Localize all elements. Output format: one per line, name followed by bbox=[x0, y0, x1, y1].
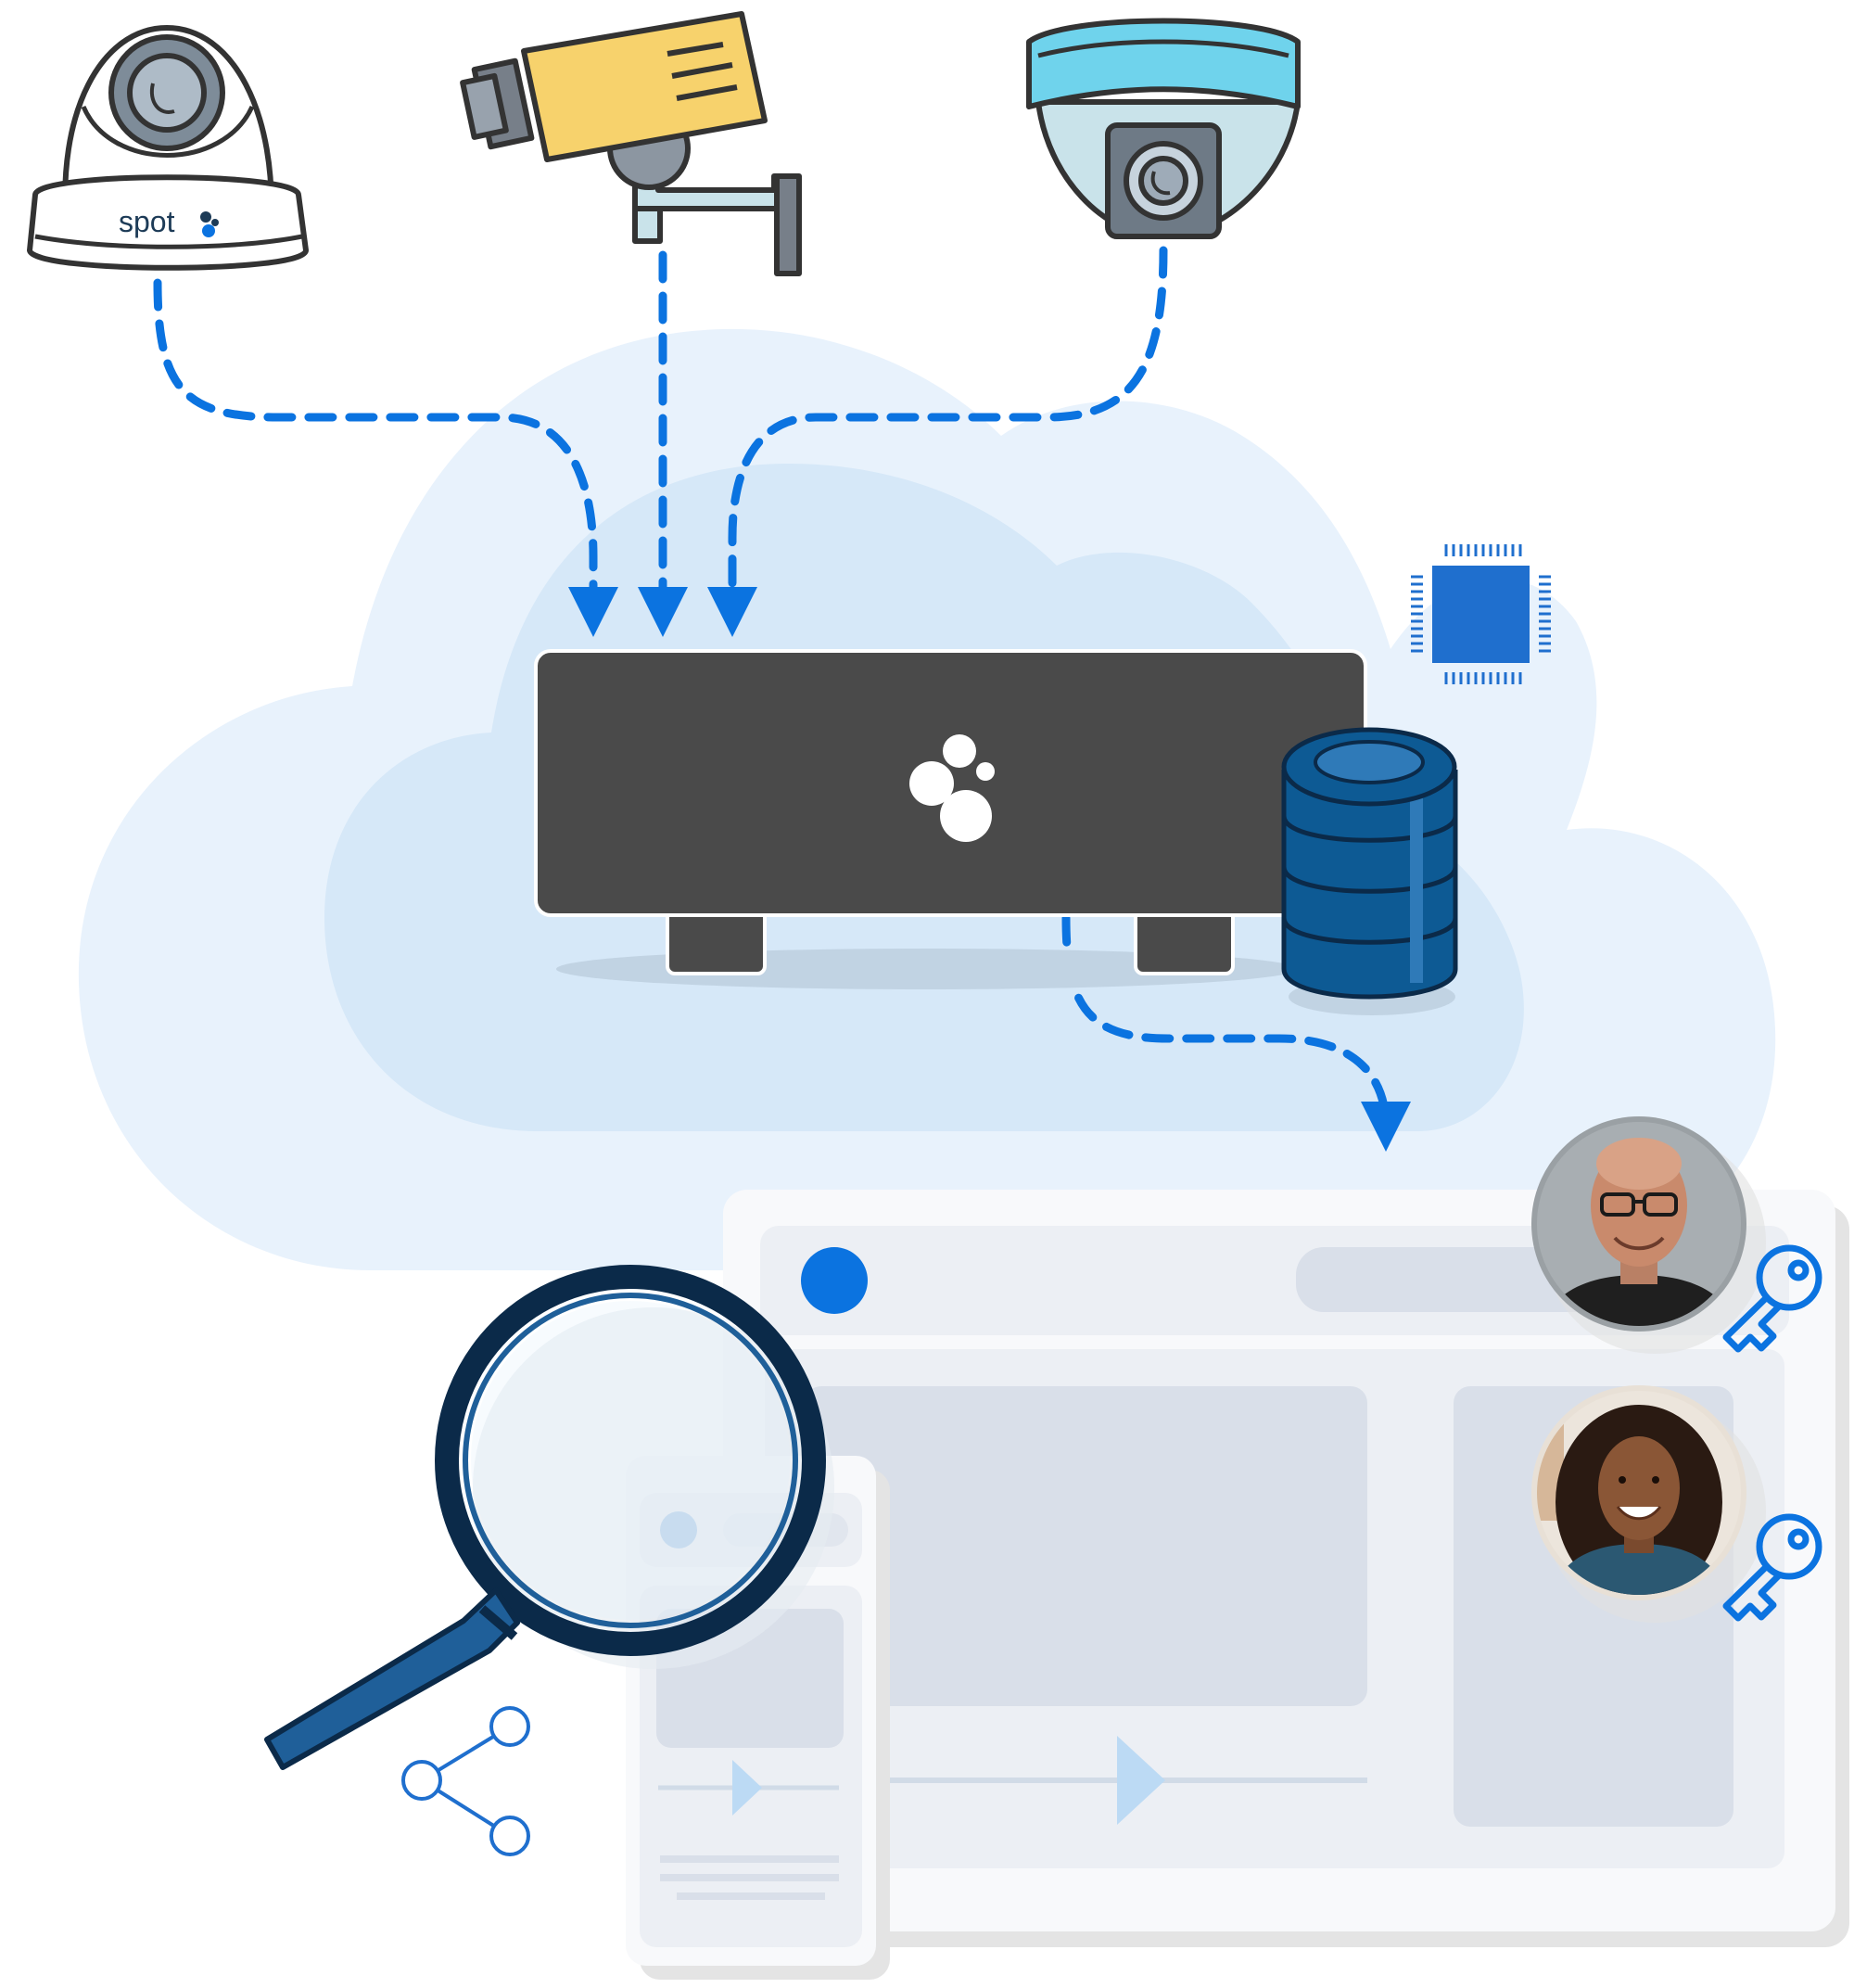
key-icon bbox=[1722, 1513, 1822, 1622]
spot-logo-dots bbox=[200, 211, 219, 237]
woman-avatar bbox=[1531, 1385, 1766, 1623]
bullet-camera-icon bbox=[460, 11, 802, 276]
ceiling-dome-camera-icon bbox=[1026, 18, 1301, 239]
spot-dome-camera-icon: spot bbox=[27, 25, 309, 271]
play-icon bbox=[1117, 1736, 1165, 1825]
man-avatar bbox=[1531, 1116, 1766, 1354]
connector-dome-camera bbox=[153, 278, 618, 637]
connector-ceiling-camera bbox=[707, 246, 1168, 637]
cloud-video-recorder-icon bbox=[534, 649, 1367, 989]
mobile-play-icon bbox=[732, 1760, 762, 1816]
browser-window-icon bbox=[723, 1190, 1849, 1947]
cpu-chip-icon bbox=[1411, 544, 1551, 684]
mobile-app-icon bbox=[626, 1456, 890, 1980]
recorder-logo bbox=[909, 734, 995, 842]
share-icon bbox=[401, 1706, 530, 1856]
key-icon bbox=[1722, 1244, 1822, 1353]
spot-logo-text: spot bbox=[119, 205, 175, 238]
database-icon bbox=[1281, 727, 1458, 1015]
magnifying-glass-icon bbox=[264, 1265, 834, 1770]
video-player-area bbox=[805, 1386, 1367, 1706]
window-status-dot bbox=[801, 1247, 868, 1314]
